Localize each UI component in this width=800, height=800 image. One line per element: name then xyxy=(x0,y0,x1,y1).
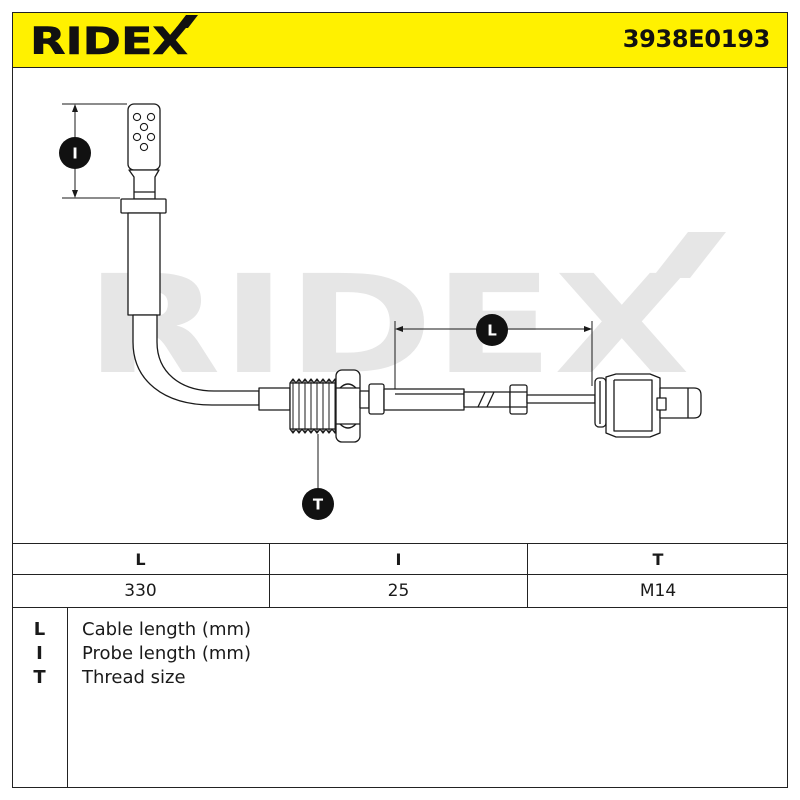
spec-value-cell: 25 xyxy=(270,575,528,607)
probe-hole xyxy=(132,132,142,142)
cable-sleeve-body xyxy=(383,388,465,411)
arrowhead xyxy=(584,326,592,332)
probe-hole xyxy=(132,112,142,122)
thread-bottom-edge xyxy=(289,428,337,434)
connector-housing xyxy=(605,373,661,438)
hex-nut xyxy=(335,369,361,443)
cable-sleeve xyxy=(383,388,465,411)
legend-key: L xyxy=(33,619,46,640)
crimp-mark xyxy=(486,391,495,408)
probe-hole xyxy=(139,122,149,132)
arrowhead xyxy=(395,326,403,332)
legend-labels: Cable length (mm) Probe length (mm) Thre… xyxy=(82,608,251,690)
thread-body xyxy=(289,382,337,430)
hex-nut-chamfer xyxy=(339,383,357,429)
spec-value-cell: M14 xyxy=(639,581,677,601)
legend: L I T Cable length (mm) Probe length (mm… xyxy=(12,607,788,788)
marker-l-label: L xyxy=(487,322,497,340)
marker-t xyxy=(302,488,334,520)
connector-inner-outline xyxy=(613,379,653,432)
logo-text: RIDEX xyxy=(30,20,188,63)
probe-hole xyxy=(146,112,156,122)
part-number: 3938E0193 xyxy=(622,25,771,53)
sensor-collar xyxy=(368,383,385,415)
dimension-t: T xyxy=(302,434,334,520)
legend-label: Thread size xyxy=(82,667,186,688)
probe-holes xyxy=(132,112,156,152)
spec-header-cell: I xyxy=(270,544,528,575)
dimension-i: I xyxy=(59,103,127,199)
ridex-logo: RIDEX xyxy=(30,15,198,63)
spec-value-cell: 330 xyxy=(12,575,270,607)
hex-nut-body xyxy=(335,369,361,443)
crimp-body xyxy=(463,391,511,408)
watermark-text: RIDEX xyxy=(85,247,690,405)
probe-hole xyxy=(146,132,156,142)
crimp-section xyxy=(463,391,511,408)
mounting-thread xyxy=(289,378,337,434)
crimp-mark xyxy=(477,391,486,408)
legend-key: T xyxy=(33,667,46,688)
arrowhead xyxy=(72,104,78,112)
header-bar: RIDEX 3938E0193 xyxy=(12,12,788,68)
connector-body xyxy=(605,373,661,438)
connector-plug-body xyxy=(659,387,702,419)
spec-header-cell: T xyxy=(528,544,788,575)
marker-i-label: I xyxy=(72,145,78,163)
probe-neck xyxy=(128,169,160,200)
cable-nut xyxy=(509,384,528,415)
marker-i xyxy=(59,137,91,169)
arrowhead xyxy=(72,190,78,198)
connector-plug xyxy=(659,387,702,419)
probe-tube xyxy=(127,212,161,316)
marker-l xyxy=(476,314,508,346)
sensor-drawing: RIDEX xyxy=(59,103,726,520)
signal-cable xyxy=(526,394,596,404)
legend-label: Cable length (mm) xyxy=(82,619,252,640)
watermark-logo: RIDEX xyxy=(85,232,726,405)
legend-key: I xyxy=(36,643,43,664)
marker-t-label: T xyxy=(313,496,324,514)
sensor-sleeve xyxy=(258,387,291,411)
connector-latch xyxy=(656,397,667,411)
legend-label: Probe length (mm) xyxy=(82,643,251,664)
dimension-l: L xyxy=(394,314,593,389)
logo-x-stroke xyxy=(176,15,198,28)
watermark-x-stroke xyxy=(652,232,726,278)
thread-top-edge xyxy=(289,378,337,384)
spec-table: L I T 330 25 M14 xyxy=(12,543,788,607)
spec-header-cell: L xyxy=(12,544,270,575)
legend-keys: L I T xyxy=(12,608,68,788)
cable-nut-body xyxy=(509,384,528,415)
thread-crests xyxy=(292,379,336,433)
probe-collar xyxy=(120,198,167,214)
temperature-sensor xyxy=(120,103,702,443)
nut-neck xyxy=(359,390,370,409)
probe-hole xyxy=(139,142,149,152)
connector-seal xyxy=(594,377,607,428)
probe-tip xyxy=(127,103,161,171)
